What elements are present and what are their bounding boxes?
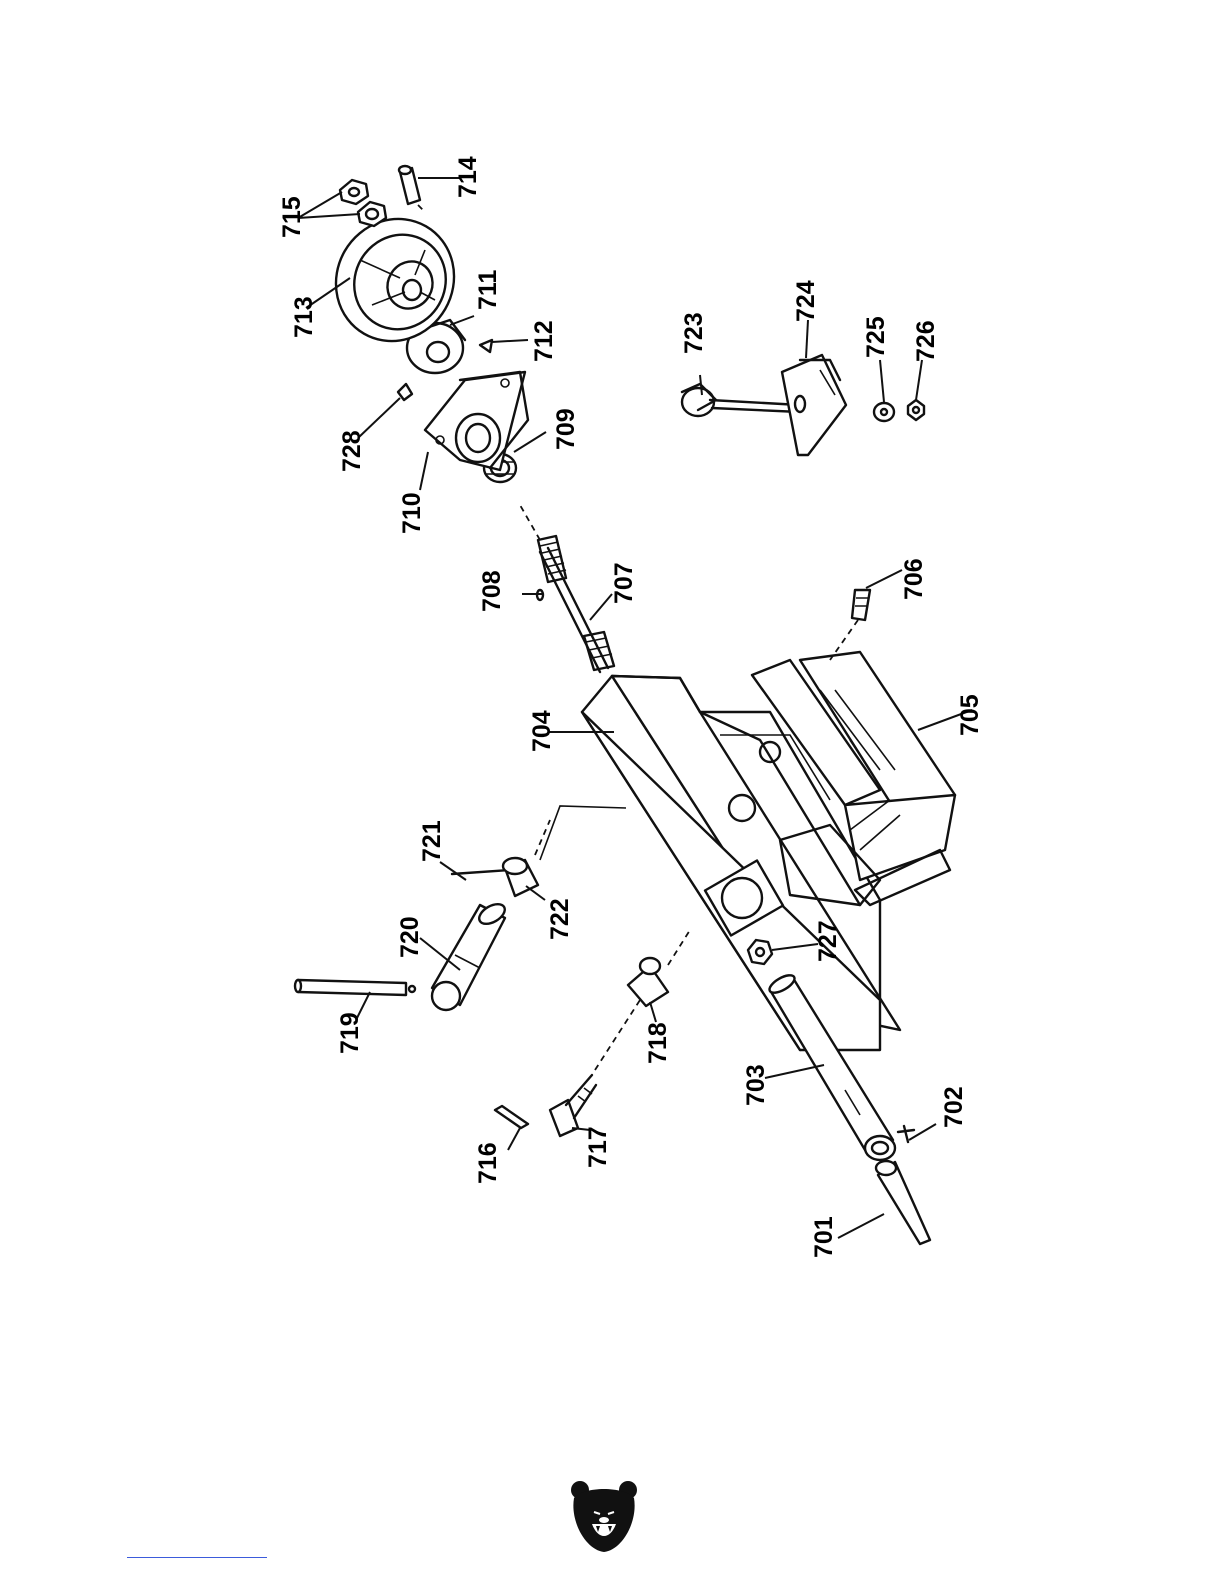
callout-703: 703: [742, 1064, 770, 1106]
bushing-722: [503, 820, 550, 896]
callout-701: 701: [810, 1216, 838, 1258]
callout-706: 706: [900, 558, 928, 600]
nuts-715: [340, 180, 386, 226]
callout-707: 707: [610, 562, 638, 604]
callout-725: 725: [862, 316, 890, 358]
callout-715: 715: [278, 196, 306, 238]
callout-708: 708: [478, 570, 506, 612]
lock-sleeve-718: [628, 930, 690, 1006]
callout-722: 722: [546, 898, 574, 940]
footer-rule: [127, 1557, 267, 1558]
callout-705: 705: [956, 694, 984, 736]
pin-712: [480, 340, 492, 352]
callout-728: 728: [338, 430, 366, 472]
pin-716: [495, 1106, 528, 1128]
callout-702: 702: [940, 1086, 968, 1128]
callout-711: 711: [474, 270, 502, 310]
screw-728: [398, 384, 412, 400]
callout-717: 717: [584, 1126, 612, 1168]
callout-713: 713: [290, 296, 318, 338]
set-screw-706: [830, 590, 870, 660]
callout-724: 724: [792, 280, 820, 322]
washer-725: [874, 403, 894, 421]
clamp-plate-724: [782, 355, 846, 455]
lock-bolt-717: [550, 1000, 640, 1136]
screw-bracket-710: [425, 372, 528, 470]
callout-721: 721: [418, 820, 446, 862]
callout-704: 704: [528, 710, 556, 752]
callout-714: 714: [454, 156, 482, 198]
lock-shaft-720: [432, 900, 508, 1010]
callout-720: 720: [396, 916, 424, 958]
callout-712: 712: [530, 320, 558, 362]
handle-714: [399, 166, 425, 212]
callout-718: 718: [644, 1022, 672, 1064]
leadscrew-707: [470, 450, 614, 672]
callout-727: 727: [814, 920, 842, 962]
nut-726: [908, 400, 924, 420]
dead-center-701: [876, 1161, 930, 1244]
callout-719: 719: [336, 1012, 364, 1054]
lock-lever-723: [682, 384, 800, 416]
callout-723: 723: [680, 312, 708, 354]
callout-716: 716: [474, 1142, 502, 1184]
callout-726: 726: [912, 320, 940, 362]
callout-709: 709: [552, 408, 580, 450]
handle-rod-719: [295, 980, 415, 995]
nut-727: [748, 940, 772, 964]
bear-head-icon: [571, 1481, 637, 1552]
callout-710: 710: [398, 492, 426, 534]
